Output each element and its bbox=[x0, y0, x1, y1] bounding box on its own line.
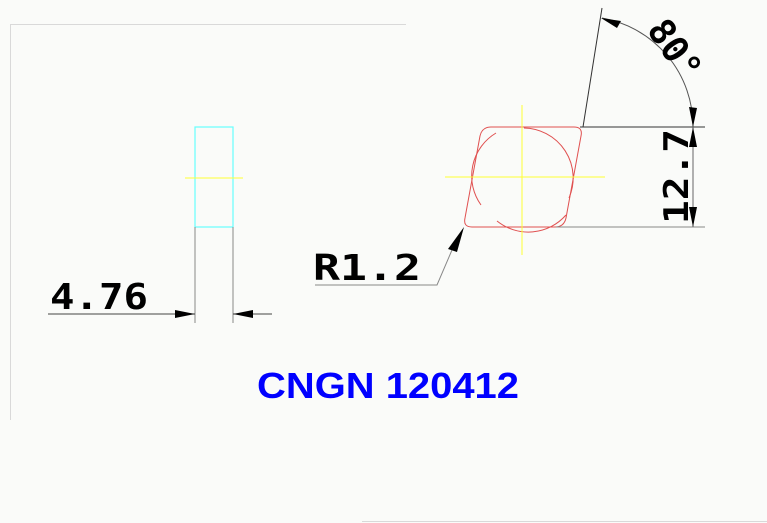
radius-leader-arrow bbox=[448, 227, 464, 252]
ic-dim-arrow-bottom bbox=[689, 207, 697, 227]
insert-rhombus-outline bbox=[464, 126, 582, 228]
insert-designation-title: CNGN 120412 bbox=[257, 365, 519, 406]
top-view: 12.7 80° R1.2 bbox=[313, 7, 710, 289]
ic-dim-arrow-top bbox=[689, 127, 697, 147]
thickness-label: 4.76 bbox=[50, 277, 148, 318]
inscribed-circle-arc-2 bbox=[523, 127, 574, 199]
angle-extension-line bbox=[582, 7, 603, 128]
side-view: 4.76 bbox=[48, 126, 272, 323]
radius-leader-line bbox=[315, 249, 453, 286]
angle-label: 80° bbox=[639, 12, 710, 89]
side-view-outline bbox=[194, 126, 234, 228]
angle-arrow-start bbox=[601, 18, 621, 28]
angle-arc bbox=[601, 17, 694, 128]
inscribed-circle-arc-3 bbox=[496, 214, 567, 233]
frame-top-border bbox=[10, 24, 406, 25]
frame-bottom-border bbox=[362, 521, 767, 522]
inscribed-circle-arc-1 bbox=[471, 132, 497, 206]
inscribed-circle-label: 12.7 bbox=[657, 129, 697, 224]
frame-left-border bbox=[10, 24, 11, 420]
corner-radius-label: R1.2 bbox=[313, 248, 421, 289]
angle-arrow-end bbox=[689, 107, 697, 127]
